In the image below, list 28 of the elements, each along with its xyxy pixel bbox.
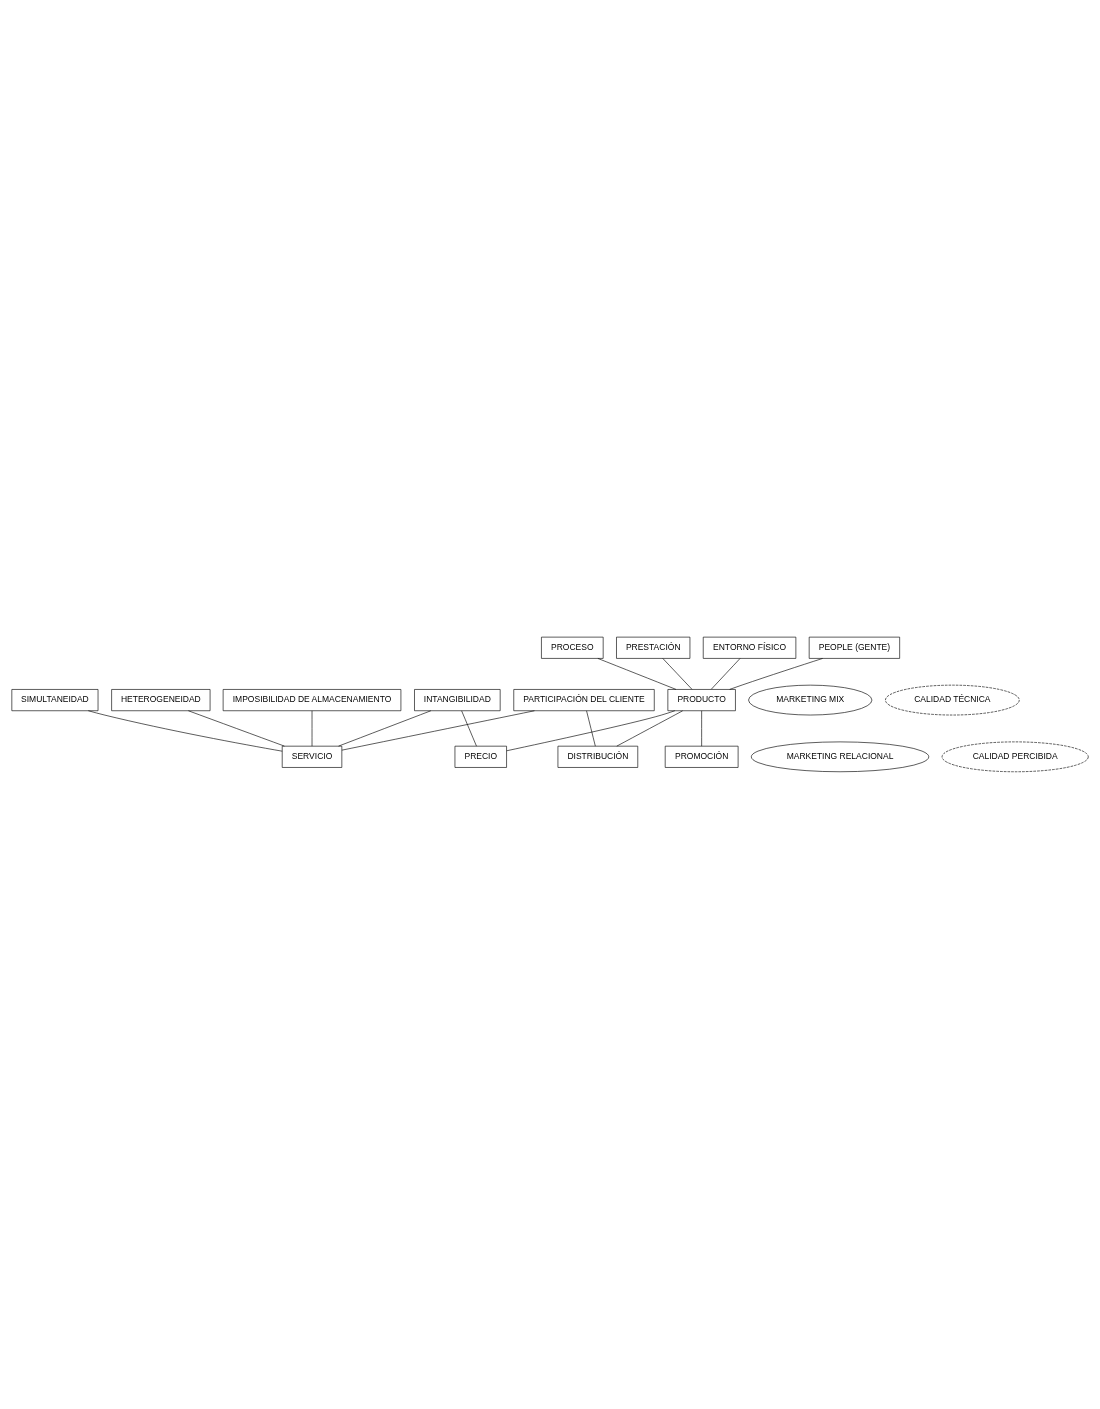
- node-box: PARTICIPACIÓN DEL CLIENTE: [513, 689, 655, 712]
- node-box: PRODUCTO: [667, 689, 736, 712]
- node-box: DISTRIBUCIÓN: [557, 745, 639, 768]
- node-box: PROMOCIÓN: [664, 745, 739, 768]
- connector: [662, 658, 693, 690]
- connector: [461, 710, 477, 747]
- node-box: PEOPLE (GENTE): [808, 636, 900, 659]
- connector: [341, 710, 535, 751]
- node-box: INTANGIBILIDAD: [414, 689, 501, 712]
- node-box: PRESTACIÓN: [616, 636, 691, 659]
- connector: [506, 710, 676, 752]
- connector: [710, 658, 741, 690]
- node-box: IMPOSIBILIDAD DE ALMACENAMIENTO: [222, 689, 402, 712]
- connector: [729, 658, 823, 690]
- node-ellipse: MARKETING MIX: [748, 684, 873, 716]
- connector: [616, 710, 683, 747]
- connector: [597, 658, 677, 690]
- node-ellipse: CALIDAD TÉCNICA: [885, 684, 1020, 716]
- connector: [188, 710, 285, 747]
- node-ellipse: MARKETING RELACIONAL: [750, 741, 930, 773]
- node-box: HETEROGENEIDAD: [111, 689, 211, 712]
- node-box: SIMULTANEIDAD: [11, 689, 99, 712]
- node-box: PROCESO: [541, 636, 604, 659]
- node-box: SERVICIO: [281, 745, 343, 768]
- node-box: PRECIO: [454, 745, 507, 768]
- node-box: ENTORNO FÍSICO: [702, 636, 797, 659]
- node-ellipse: CALIDAD PERCIBIDA: [941, 741, 1089, 773]
- connector: [338, 710, 432, 747]
